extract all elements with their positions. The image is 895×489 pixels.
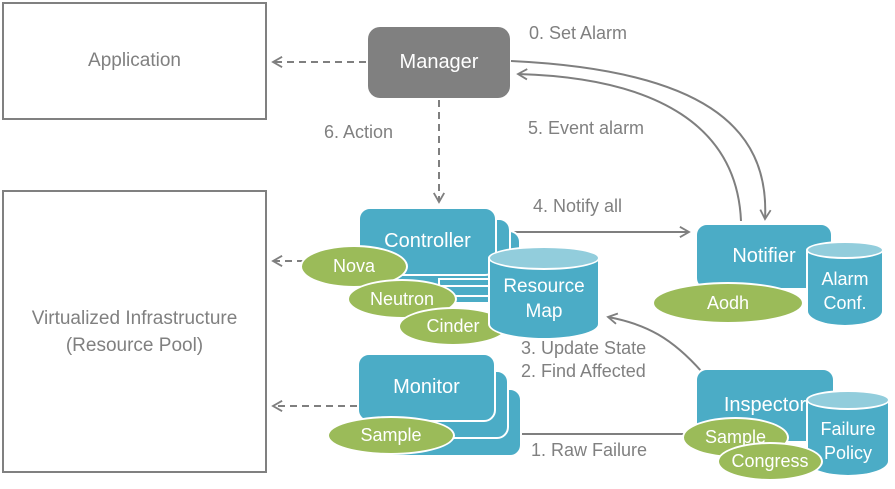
alarm-conf-label: Alarm Conf.: [821, 269, 869, 313]
failure-policy-label: Failure Policy: [820, 419, 876, 463]
arc-set-alarm: [510, 60, 772, 221]
controller-resource-map-connector: [438, 278, 492, 287]
alarm-conf-cylinder: Alarm Conf.: [806, 241, 884, 327]
manager-label: Manager: [399, 51, 479, 73]
application-label: Application: [88, 50, 181, 71]
label-notify-all: 4. Notify all: [533, 196, 623, 216]
inspector-label: Inspector: [723, 394, 807, 416]
label-update-state: 3. Update State: [521, 338, 647, 358]
neutron-ellipse: Neutron: [347, 279, 457, 319]
notifier-label: Notifier: [732, 245, 796, 267]
alarm-conf-cylinder-body: [806, 250, 884, 327]
resource-map-cylinder-body: [488, 258, 600, 340]
manager-box: Manager: [368, 27, 510, 98]
label-action: 6. Action: [324, 122, 394, 142]
monitor-box: Monitor: [357, 353, 496, 422]
arc-event-alarm: [516, 68, 742, 222]
arrow-inspector-to-resource-map: [606, 312, 703, 373]
resource-map-cylinder-top: [488, 246, 600, 270]
alarm-conf-cylinder-top: [806, 241, 884, 259]
monitor-label: Monitor: [393, 376, 460, 398]
label-event-alarm: 5. Event alarm: [528, 118, 645, 138]
failure-policy-cylinder-top: [806, 390, 890, 410]
resource-map-label: Resource Map: [503, 276, 585, 322]
aodh-ellipse: Aodh: [652, 282, 804, 324]
virtualized-infrastructure-label: Virtualized Infrastructure (Resource Poo…: [31, 307, 238, 356]
congress-ellipse: Congress: [717, 442, 823, 481]
resource-map-cylinder: Resource Map: [488, 246, 600, 340]
label-raw-failure: 1. Raw Failure: [531, 440, 648, 460]
label-find-affected: 2. Find Affected: [521, 361, 646, 381]
controller-label: Controller: [384, 230, 471, 252]
application-box: Application: [2, 2, 267, 120]
sample-monitor-ellipse: Sample: [327, 416, 455, 455]
virtualized-infrastructure-box: Virtualized Infrastructure (Resource Poo…: [2, 190, 267, 473]
label-set-alarm: 0. Set Alarm: [529, 23, 628, 43]
